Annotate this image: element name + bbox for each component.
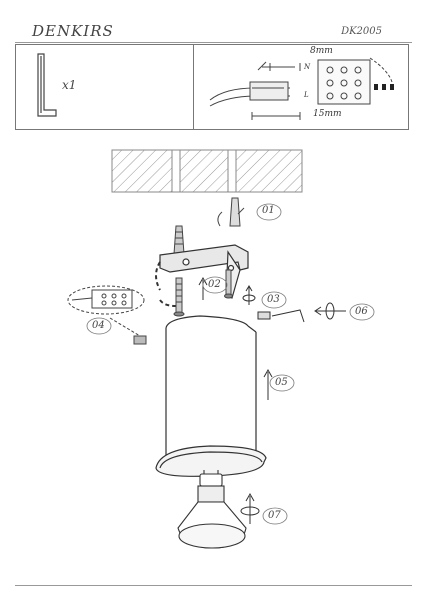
hex-key-quantity: x1 — [62, 78, 77, 92]
wire-strip-icon — [209, 61, 301, 120]
step-01-label: 01 — [262, 205, 275, 216]
step-markers — [86, 203, 375, 525]
terminal-letter-n: N — [304, 63, 311, 71]
rotate-arrow-icon — [242, 285, 256, 305]
step-07-label: 07 — [268, 510, 281, 521]
set-screw-icon — [257, 302, 346, 323]
terminal-length-label: 15mm — [313, 109, 342, 119]
gu10-bulb-icon — [177, 470, 247, 549]
wiring-panel — [193, 44, 409, 130]
step-06-label: 06 — [355, 306, 368, 317]
hex-key-icon — [37, 53, 57, 117]
terminal-detail-icon — [67, 285, 147, 345]
terminal-block-icon — [317, 57, 394, 105]
strip-length-label: 8mm — [310, 46, 333, 56]
step-02-label: 02 — [208, 279, 221, 290]
lamp-body — [155, 315, 267, 477]
bulb-rotate-icon — [240, 492, 260, 524]
step-05-label: 05 — [275, 377, 288, 388]
step-04-label: 04 — [92, 320, 105, 331]
step-03-label: 03 — [267, 294, 280, 305]
ceiling-section — [111, 149, 303, 193]
ceiling-screw-icon — [173, 225, 185, 255]
wall-plug-icon — [217, 197, 245, 227]
fixing-screw-icon — [173, 269, 233, 317]
brand-logo: DENKIRS — [32, 22, 114, 40]
footer-rule — [15, 585, 412, 586]
model-number: DK2005 — [341, 26, 382, 37]
header-rule — [15, 42, 412, 43]
terminal-letter-l: L — [304, 91, 309, 99]
mounting-bracket — [155, 244, 249, 307]
up-arrow-icon — [198, 276, 273, 400]
